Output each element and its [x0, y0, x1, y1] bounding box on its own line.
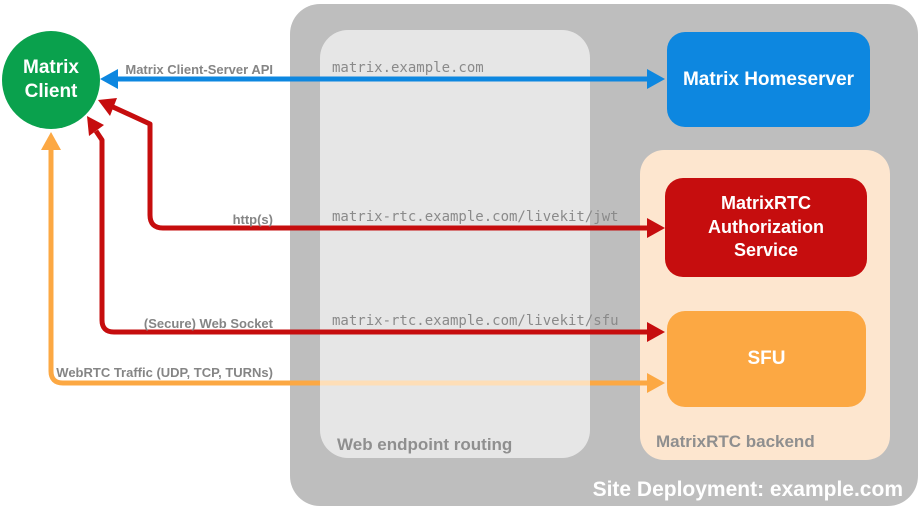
web-endpoint-routing-label: Web endpoint routing [337, 435, 513, 454]
url-livekit-sfu: matrix-rtc.example.com/livekit/sfu [332, 313, 619, 329]
sfu-label: SFU [747, 348, 786, 369]
node-matrix-client: Matrix Client [2, 31, 100, 129]
websocket-label: (Secure) Web Socket [143, 316, 273, 331]
node-sfu: SFU [667, 311, 866, 407]
web-endpoint-routing-box [320, 30, 590, 458]
https-arrowhead-client-icon [98, 98, 117, 116]
node-matrix-homeserver: Matrix Homeserver [667, 32, 870, 127]
websocket-arrow-shaft [93, 129, 651, 335]
client-server-arrowhead-right-icon [647, 69, 665, 89]
https-arrowhead-right-icon [647, 218, 665, 238]
matrix-homeserver-label: Matrix Homeserver [682, 68, 855, 90]
node-matrixrtc-authorization-service: MatrixRTC Authorization Service [665, 178, 867, 277]
https-arrow-shaft [111, 104, 651, 231]
client-server-arrowhead-left-icon [100, 69, 118, 89]
client-server-api-label: Matrix Client-Server API [125, 62, 273, 77]
authorization-service-label: MatrixRTC Authorization Service [708, 193, 824, 261]
matrix-client-label: Matrix Client [23, 57, 79, 102]
matrixrtc-backend-label: MatrixRTC backend [656, 432, 815, 451]
websocket-arrowhead-right-icon [647, 322, 665, 342]
url-livekit-jwt: matrix-rtc.example.com/livekit/jwt [332, 209, 619, 225]
site-deployment-title: Site Deployment: example.com [592, 478, 903, 501]
url-matrix-example-com: matrix.example.com [332, 60, 484, 76]
webrtc-traffic-label: WebRTC Traffic (UDP, TCP, TURNs) [56, 365, 273, 380]
webrtc-arrowhead-right-icon [647, 373, 665, 393]
webrtc-arrowhead-up-icon [41, 132, 61, 150]
websocket-arrowhead-client-icon [87, 116, 104, 136]
https-label: http(s) [232, 212, 273, 227]
webrtc-arrow-shaft [48, 147, 651, 386]
